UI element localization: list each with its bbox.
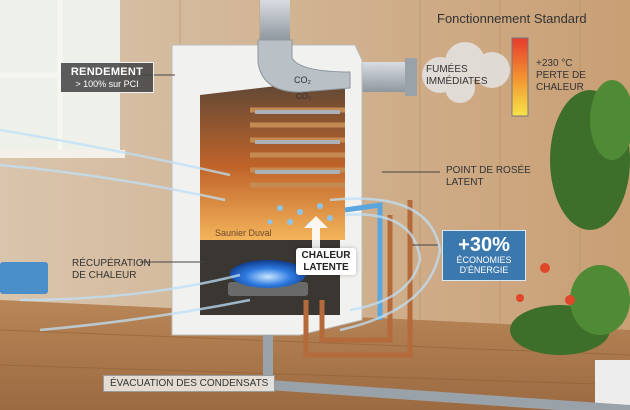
copper-pipes <box>303 200 413 358</box>
recuperation-label: RÉCUPÉRATION DE CHALEUR <box>72 258 151 281</box>
diagram-title: Fonctionnement Standard <box>437 11 587 26</box>
temperature-desc: PERTE DE CHALEUR <box>536 70 586 93</box>
boiler-interior <box>200 78 345 240</box>
economies-value: +30% <box>458 234 510 256</box>
blue-return-pipe <box>344 202 383 320</box>
heat-exchanger-pipes <box>255 110 340 174</box>
burner-flame <box>230 260 306 288</box>
plant-illustration <box>510 80 630 410</box>
co2-label-b: CO₂ <box>296 92 312 101</box>
latent-heat-arrow <box>304 216 328 255</box>
temperature-value: +230 °C <box>536 58 573 69</box>
economies-text: ÉCONOMIES D'ÉNERGIE <box>456 255 512 275</box>
flue-bend <box>257 39 351 93</box>
airflow-lines <box>0 128 442 332</box>
co2-label-a: CO₂ <box>294 75 311 85</box>
economies-badge: +30% ÉCONOMIES D'ÉNERGIE <box>442 230 526 281</box>
temperature-gauge-bar <box>511 37 529 117</box>
flue-top-pipe <box>260 0 290 40</box>
fumees-label: FUMÉES IMMÉDIATES <box>426 64 488 87</box>
condensats-label: ÉVACUATION DES CONDENSATS <box>103 375 276 392</box>
chaleur-latente-label: CHALEUR LATENTE <box>296 248 356 275</box>
brand-logo-text: Saunier Duval <box>215 228 272 238</box>
rendement-subtitle: > 100% sur PCI <box>75 78 139 89</box>
point-rosee-label: POINT DE ROSÉE LATENT <box>446 165 531 188</box>
temperature-label: +230 °C PERTE DE CHALEUR <box>536 58 606 94</box>
rendement-label: RENDEMENT > 100% sur PCI <box>60 62 154 93</box>
smoke-cloud <box>422 42 510 103</box>
blue-tray <box>0 262 48 294</box>
window-sill <box>0 150 125 158</box>
rendement-title: RENDEMENT <box>70 66 144 78</box>
floor-boards <box>0 329 630 386</box>
